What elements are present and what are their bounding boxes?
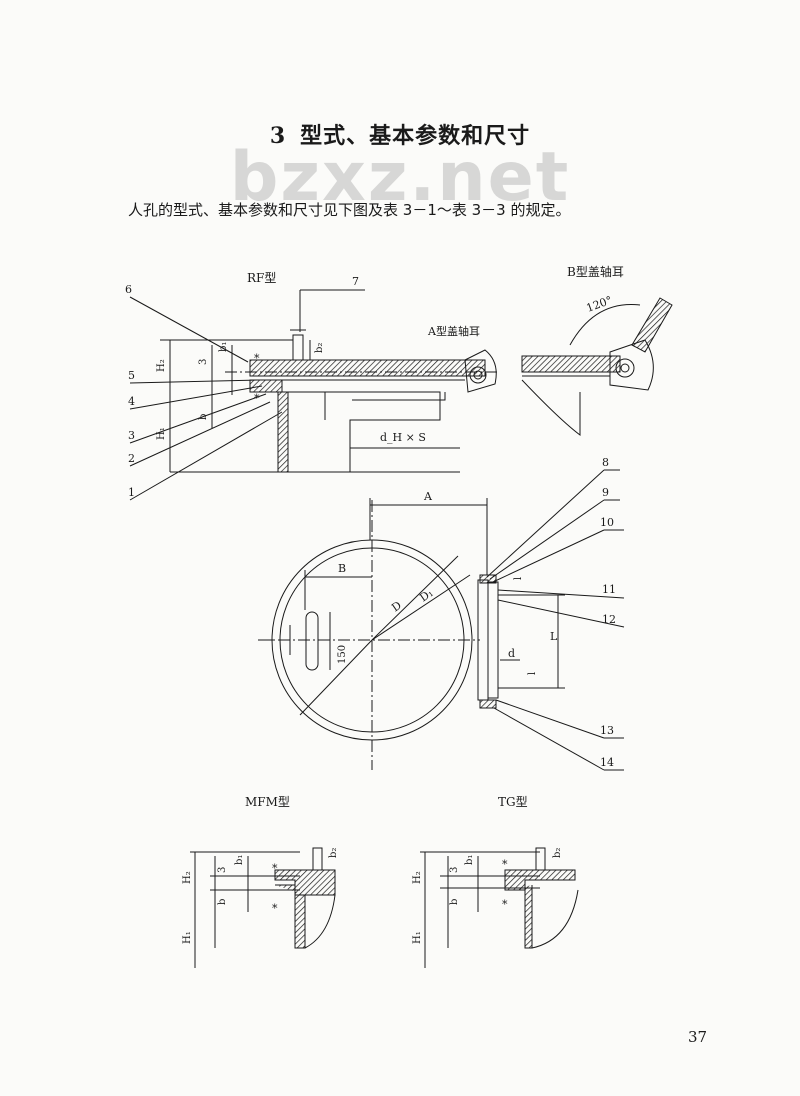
svg-text:*: *: [502, 898, 508, 911]
svg-text:b₂: b₂: [328, 848, 339, 858]
tg-h2-label: H₂: [412, 871, 423, 884]
mfm-h1-label: H₁: [182, 931, 193, 944]
section-heading: 3 型式、基本参数和尺寸: [0, 118, 800, 150]
part-number-9: 9: [602, 486, 609, 499]
tg-section-view: TG型 H₂ H₁ b₁ 3 b * * b₂: [412, 795, 579, 968]
b-hinge-view: B型盖轴耳 120°: [521, 264, 673, 437]
rf-h2-label: H₂: [156, 359, 167, 372]
part-number-4: 4: [128, 395, 135, 408]
svg-text:*: *: [502, 858, 508, 871]
part-number-5: 5: [128, 369, 135, 382]
mfm-caption: MFM型: [245, 795, 290, 809]
plan-d1-label: D₁: [417, 586, 435, 604]
part-number-1: 1: [128, 486, 135, 499]
svg-text:*: *: [254, 352, 260, 365]
part-number-3: 3: [128, 429, 135, 442]
part-number-14: 14: [600, 756, 614, 769]
plan-view: D D₁ A B 150 L d l l: [258, 490, 565, 770]
plan-a-label: A: [423, 490, 433, 503]
page-number: 37: [688, 1028, 708, 1046]
mfm-h2-label: H₂: [182, 871, 193, 884]
part-number-12: 12: [602, 613, 616, 626]
mfm-3-label: 3: [217, 867, 228, 873]
part-number-7: 7: [352, 275, 359, 288]
tg-caption: TG型: [498, 795, 528, 809]
part-number-2: 2: [128, 452, 135, 465]
part-number-8: 8: [602, 456, 609, 469]
part-number-13: 13: [600, 724, 614, 737]
tg-b1-label: b₁: [464, 855, 475, 865]
part-number-10: 10: [600, 516, 614, 529]
intro-paragraph: 人孔的型式、基本参数和尺寸见下图及表 3－1～表 3－3 的规定。: [128, 201, 571, 219]
svg-text:b₂: b₂: [552, 848, 563, 858]
plan-l1-label: l: [513, 577, 524, 580]
plan-l-label: L: [550, 630, 558, 643]
rf-leaders: 6 7 5 4 3 2 1: [125, 275, 365, 501]
mfm-b-label: b: [217, 899, 228, 905]
section-number: 3: [269, 123, 287, 149]
part-number-11: 11: [602, 583, 616, 596]
rf-b1-label: b₁: [218, 342, 229, 352]
plan-b-label: B: [338, 562, 346, 575]
rf-caption: RF型: [247, 271, 276, 285]
svg-text:b₂: b₂: [314, 343, 325, 353]
a-hinge-caption: A型盖轴耳: [427, 324, 480, 338]
tg-b-label: b: [449, 899, 460, 905]
plan-d-label: D: [389, 599, 404, 615]
plan-l2-label: l: [527, 672, 538, 675]
plan-150-label: 150: [337, 645, 348, 664]
b-hinge-caption: B型盖轴耳: [567, 264, 624, 279]
part-number-6: 6: [125, 283, 132, 296]
svg-text:*: *: [272, 862, 278, 875]
rf-section-view: RF型 H₂ H₁ b₁ 3 b b₂ d_H × S A型盖轴耳: [156, 271, 500, 473]
rf-h1-label: H₁: [156, 427, 167, 440]
mfm-b1-label: b₁: [234, 855, 245, 865]
plan-leaders: 8 9 10 11 12 13 14: [486, 456, 625, 771]
section-title: 型式、基本参数和尺寸: [300, 123, 531, 149]
mfm-section-view: MFM型 H₂ H₁ b₁ 3 b * * b₂: [182, 795, 339, 968]
rf-pad-label: d_H × S: [380, 431, 426, 444]
plan-d-small-label: d: [508, 647, 515, 660]
tg-3-label: 3: [449, 867, 460, 873]
tg-h1-label: H₁: [412, 931, 423, 944]
rf-3-label: 3: [198, 359, 209, 365]
b-hinge-angle: 120°: [585, 294, 614, 315]
svg-text:*: *: [254, 392, 260, 405]
svg-text:*: *: [272, 902, 278, 915]
